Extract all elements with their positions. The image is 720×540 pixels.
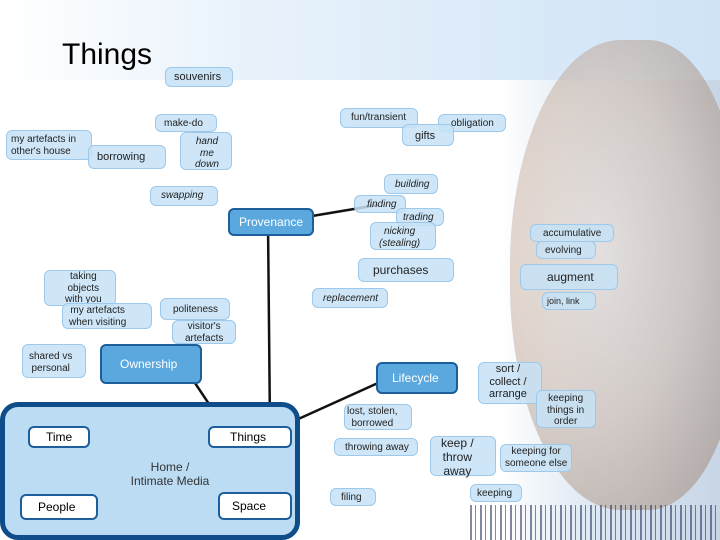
node-space: Space xyxy=(218,492,292,520)
node-lost-stolen: lost, stolen, borrowed xyxy=(344,404,412,430)
decorative-strip xyxy=(470,505,720,540)
node-evolving: evolving xyxy=(536,241,596,259)
node-keeping-in-order: keeping things in order xyxy=(536,390,596,428)
node-join-link: join, link xyxy=(542,292,596,310)
node-nicking: nicking (stealing) xyxy=(370,222,436,250)
node-obligation: obligation xyxy=(438,114,506,132)
node-throwing-away: throwing away xyxy=(334,438,418,456)
node-lifecycle: Lifecycle xyxy=(376,362,458,394)
node-augment: augment xyxy=(520,264,618,290)
node-make-do: make-do xyxy=(155,114,217,132)
node-building: building xyxy=(384,174,438,194)
node-taking-objects: taking objects with you xyxy=(44,270,116,306)
node-finding: finding xyxy=(354,195,406,213)
node-keep-throw: keep / throw away xyxy=(430,436,496,478)
node-ownership: Ownership xyxy=(100,344,202,384)
node-people: People xyxy=(20,494,98,520)
node-hand-me-down: hand me down xyxy=(180,132,232,170)
node-home-media: Home / Intimate Media xyxy=(130,460,210,489)
node-accumulative: accumulative xyxy=(530,224,614,242)
node-shared-vs-personal: shared vs personal xyxy=(22,344,86,378)
node-gifts: gifts xyxy=(402,124,454,146)
node-purchases: purchases xyxy=(358,258,454,282)
node-souvenirs: souvenirs xyxy=(165,67,233,87)
node-politeness: politeness xyxy=(160,298,230,320)
node-time: Time xyxy=(28,426,90,448)
node-swapping: swapping xyxy=(150,186,218,206)
page-title: Things xyxy=(62,38,153,71)
node-keeping-for-someone: keeping for someone else xyxy=(500,444,572,472)
node-things: Things xyxy=(208,426,292,448)
node-my-artefacts-visiting: my artefacts when visiting xyxy=(62,303,152,329)
node-replacement: replacement xyxy=(312,288,388,308)
node-filing: filing xyxy=(330,488,376,506)
node-visitors-artefacts: visitor's artefacts xyxy=(172,320,236,344)
node-fun-transient: fun/transient xyxy=(340,108,418,128)
node-sort-collect: sort / collect / arrange xyxy=(478,362,542,404)
node-keeping: keeping xyxy=(470,484,522,502)
node-provenance: Provenance xyxy=(228,208,314,236)
node-my-artefacts: my artefacts in other's house xyxy=(6,130,92,160)
node-borrowing: borrowing xyxy=(88,145,166,169)
